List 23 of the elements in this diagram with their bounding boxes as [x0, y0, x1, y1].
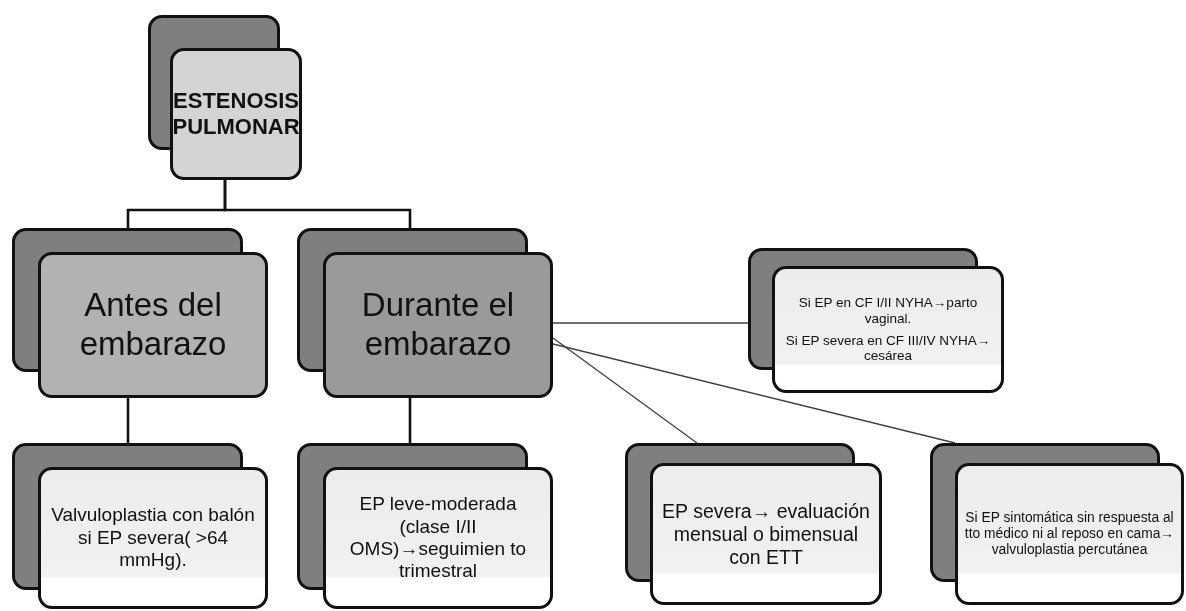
stacked-card	[148, 15, 302, 180]
connector-line	[552, 322, 749, 324]
card-text: Si EP sintomática sin respuesta al tto médico ni al reposo en cama→ valvuloplastia percutánea	[964, 509, 1175, 559]
stacked-card	[12, 228, 268, 398]
card-text: Valvuloplastia con balón si EP severa( >64 mmHg).	[50, 504, 256, 572]
card-text: Durante el embarazo	[360, 286, 516, 364]
card-text: Si EP en CF I/II NYHA→parto vaginal.	[797, 294, 979, 327]
connector-line	[552, 337, 698, 444]
connector-line	[126, 398, 130, 443]
stacked-card	[297, 228, 553, 398]
stacked-card	[297, 443, 553, 609]
card-text: ESTENOSIS PULMONAR	[172, 88, 300, 140]
card-text: EP severa→ evaluación mensual o bimensual con ETT	[661, 499, 871, 569]
card-text: EP leve-moderada (clase I/II OMS)→seguimien to trimestral	[348, 493, 528, 583]
connector-line	[223, 180, 412, 228]
connector-line	[552, 343, 956, 444]
stacked-card	[930, 443, 1184, 605]
stacked-card	[12, 443, 268, 609]
connector-line	[408, 398, 412, 443]
card-text: Antes del embarazo	[78, 286, 228, 364]
stacked-card	[748, 248, 1004, 393]
card-text: Si EP severa en CF III/IV NYHA→ cesárea	[784, 332, 992, 365]
stacked-card	[625, 443, 882, 605]
